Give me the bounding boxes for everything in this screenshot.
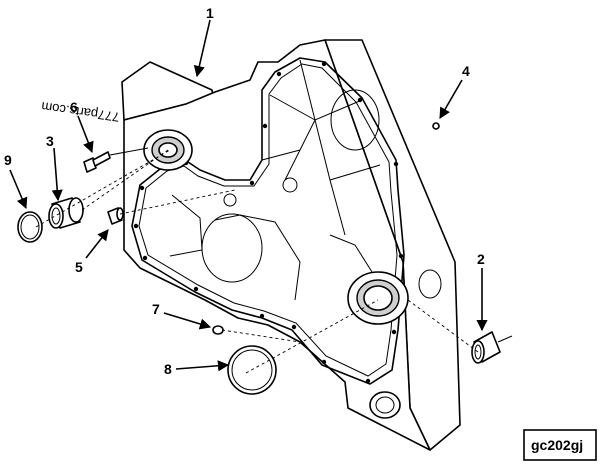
- callout-9: 9: [4, 152, 12, 168]
- callout-4: 4: [462, 63, 470, 79]
- dowel-part-4: [432, 122, 440, 130]
- gear-cover-housing: [121, 39, 461, 451]
- leader-lines: [9, 19, 488, 372]
- callout-6: 6: [70, 99, 78, 115]
- o-ring-part-9: [17, 211, 43, 243]
- callout-2: 2: [477, 251, 485, 267]
- o-ring-part-9-inner: [20, 214, 40, 240]
- plug-part-5: [107, 207, 124, 225]
- callout-7: 7: [152, 301, 160, 317]
- cap-screw-part-6: [83, 147, 149, 173]
- callout-1: 1: [206, 5, 214, 21]
- callout-5: 5: [75, 259, 83, 275]
- bearing-part-2: [471, 331, 513, 364]
- alignment-lines: [35, 149, 479, 374]
- drawing-id-text: gc202gj: [531, 437, 583, 453]
- callout-8: 8: [164, 361, 172, 377]
- callout-3: 3: [46, 133, 54, 149]
- drawing-id-box: [523, 429, 597, 461]
- plug-part-7: [212, 325, 224, 335]
- o-ring-part-8-inner: [231, 349, 273, 391]
